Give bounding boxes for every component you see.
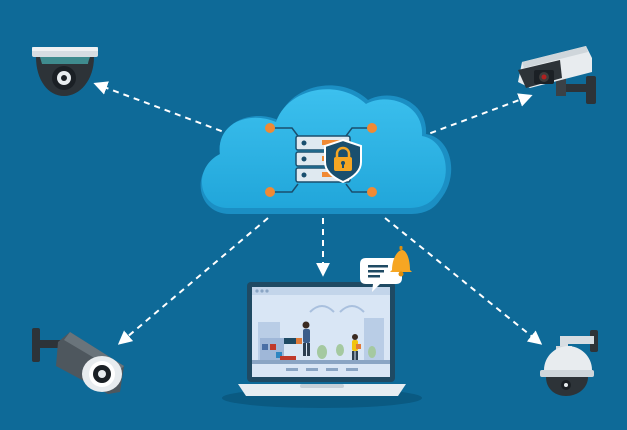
edge-cloud-to-ptz-camera <box>384 217 543 345</box>
network-node <box>265 187 275 197</box>
laptop-base <box>238 384 406 396</box>
network-node <box>265 123 275 133</box>
network-node <box>367 187 377 197</box>
shield-lock-icon <box>324 138 362 184</box>
edge-cloud-to-bullet-camera-top-right <box>419 93 533 138</box>
notification-chat-icon <box>360 258 402 292</box>
server-network <box>265 123 377 197</box>
bullet-camera-icon <box>32 328 124 394</box>
bullet-camera-icon <box>518 46 596 104</box>
bell-icon <box>390 246 412 277</box>
dome-camera-icon <box>32 47 98 96</box>
screen-illustration <box>252 305 390 371</box>
laptop-icon <box>222 282 422 408</box>
connectors <box>93 81 543 345</box>
dome-camera-icon <box>540 330 598 396</box>
edge-cloud-to-dome-camera <box>93 81 233 136</box>
network-node <box>367 123 377 133</box>
